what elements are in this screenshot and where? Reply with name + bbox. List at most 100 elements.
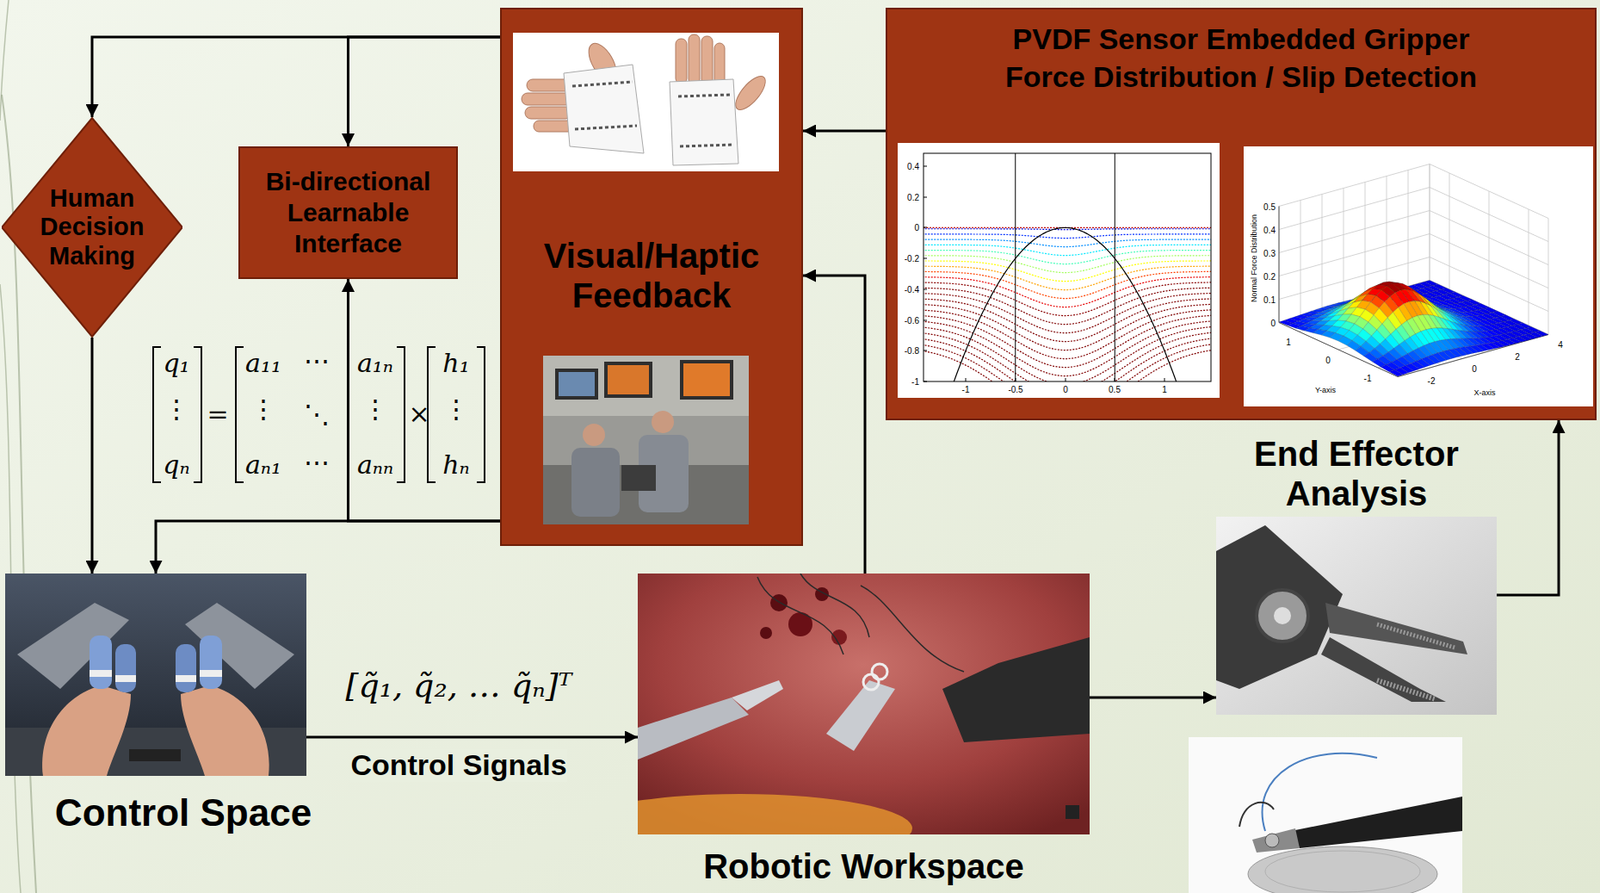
illustration-part xyxy=(923,258,927,260)
plot-panel xyxy=(897,142,1220,398)
illustration-part xyxy=(923,298,1211,342)
illustration-part xyxy=(574,125,637,130)
edge-label: Control Signals xyxy=(350,748,567,781)
illustration-part xyxy=(0,0,9,121)
illustration-part xyxy=(923,349,1211,382)
illustration-part xyxy=(1216,516,1497,715)
axis-tick: -1 xyxy=(962,384,970,395)
matrix-entry: qₙ xyxy=(162,450,190,479)
illustration-part xyxy=(923,282,1211,316)
connector-arrow xyxy=(1089,696,1217,699)
connector-arrow xyxy=(1496,420,1559,595)
node-label: Human Decision Making xyxy=(30,184,155,271)
illustration-part xyxy=(1252,827,1300,853)
axis-tick: 0.4 xyxy=(1263,225,1276,235)
illustration-part xyxy=(1325,602,1468,655)
photo-panel: Control Space xyxy=(5,573,307,776)
illustration-part xyxy=(683,363,730,396)
illustration-part xyxy=(679,359,734,400)
illustration-part xyxy=(923,153,1211,382)
illustration-part xyxy=(396,346,405,482)
illustration-part xyxy=(115,674,136,682)
illustration-part xyxy=(1114,377,1116,382)
illustration-part xyxy=(1300,200,1302,317)
illustration-part xyxy=(558,371,595,396)
matrix-entry: aₙ₁ xyxy=(245,450,282,479)
illustration-part xyxy=(42,685,131,776)
illustration-part xyxy=(1278,234,1430,277)
illustration-part xyxy=(731,679,784,711)
illustration-part xyxy=(923,234,1211,239)
illustration-part xyxy=(180,685,270,776)
illustration-part xyxy=(129,748,181,761)
sensor-panel: PVDF Sensor Embedded Gripper Force Distr… xyxy=(885,7,1597,421)
glove-photo xyxy=(512,32,779,172)
photo-panel: End Effector Analysis xyxy=(1216,516,1497,715)
axis-tick: 0 xyxy=(1270,318,1276,328)
axis-tick: -0.5 xyxy=(1007,384,1023,395)
illustration-part xyxy=(1278,164,1430,207)
illustration-part xyxy=(1216,516,1497,715)
illustration-part xyxy=(621,464,656,491)
illustration-part xyxy=(923,260,1211,282)
plot-panel xyxy=(1243,146,1594,407)
illustration-part xyxy=(1216,525,1343,689)
axis-tick: 0.4 xyxy=(907,161,920,172)
axis-tick: 0.2 xyxy=(907,192,920,203)
math-symbol: ⋮ xyxy=(250,394,277,423)
illustration-part xyxy=(1488,191,1490,308)
axis-tick: 4 xyxy=(1557,339,1563,350)
axis-tick: 0.3 xyxy=(1263,248,1276,259)
illustration-part xyxy=(637,573,1090,834)
illustration-part xyxy=(669,79,739,166)
illustration-part xyxy=(923,332,1211,382)
math-symbol: = xyxy=(206,399,229,428)
axis-tick: 1 xyxy=(1285,337,1292,347)
illustration-part xyxy=(637,793,913,834)
illustration-part xyxy=(1262,753,1378,831)
illustration-part xyxy=(679,144,734,147)
illustration-part xyxy=(1256,589,1309,642)
axis-tick: 1 xyxy=(1161,384,1168,395)
illustration-part xyxy=(953,227,1177,382)
illustration-part xyxy=(688,34,700,85)
control-console-photo xyxy=(5,573,307,776)
axis-tick: -0.4 xyxy=(904,284,920,295)
illustration-part xyxy=(759,626,773,639)
illustration-part xyxy=(1343,188,1345,305)
illustration-part xyxy=(1377,679,1436,699)
axis-tick: 0 xyxy=(914,222,920,233)
illustration-part xyxy=(199,635,223,689)
illustration-part xyxy=(770,593,788,612)
illustration-part xyxy=(1429,164,1431,281)
illustration-part xyxy=(1429,164,1431,281)
illustration-part xyxy=(543,355,749,416)
illustration-part xyxy=(714,43,725,85)
axis-tick: -0.8 xyxy=(904,345,920,356)
illustration-part xyxy=(1015,377,1017,382)
illustration-part xyxy=(193,346,202,482)
illustration-part xyxy=(965,377,967,382)
illustration-part xyxy=(607,364,649,395)
axis-title: Normal Force Distribution xyxy=(1250,214,1260,303)
illustration-part xyxy=(1291,796,1463,848)
illustration-part xyxy=(582,423,606,446)
illustration-part xyxy=(115,643,136,692)
illustration-part xyxy=(1239,802,1274,827)
illustration-part xyxy=(5,573,307,776)
illustration-part xyxy=(1528,209,1530,326)
illustration-part xyxy=(863,673,879,690)
axis-tick: 2 xyxy=(1514,352,1520,362)
illustration-part xyxy=(1065,804,1080,819)
illustration-part xyxy=(17,602,130,689)
illustration-part xyxy=(1365,298,1484,353)
math-symbol: ⋮ xyxy=(362,394,389,423)
illustration-part xyxy=(525,106,572,119)
node-label: Robotic Workspace xyxy=(637,846,1090,885)
connector-arrow xyxy=(803,129,886,133)
illustration-part xyxy=(831,629,847,645)
axis-tick: -1 xyxy=(911,376,920,387)
illustration-part xyxy=(923,255,1211,273)
decision-diamond: Human Decision Making xyxy=(1,117,183,338)
